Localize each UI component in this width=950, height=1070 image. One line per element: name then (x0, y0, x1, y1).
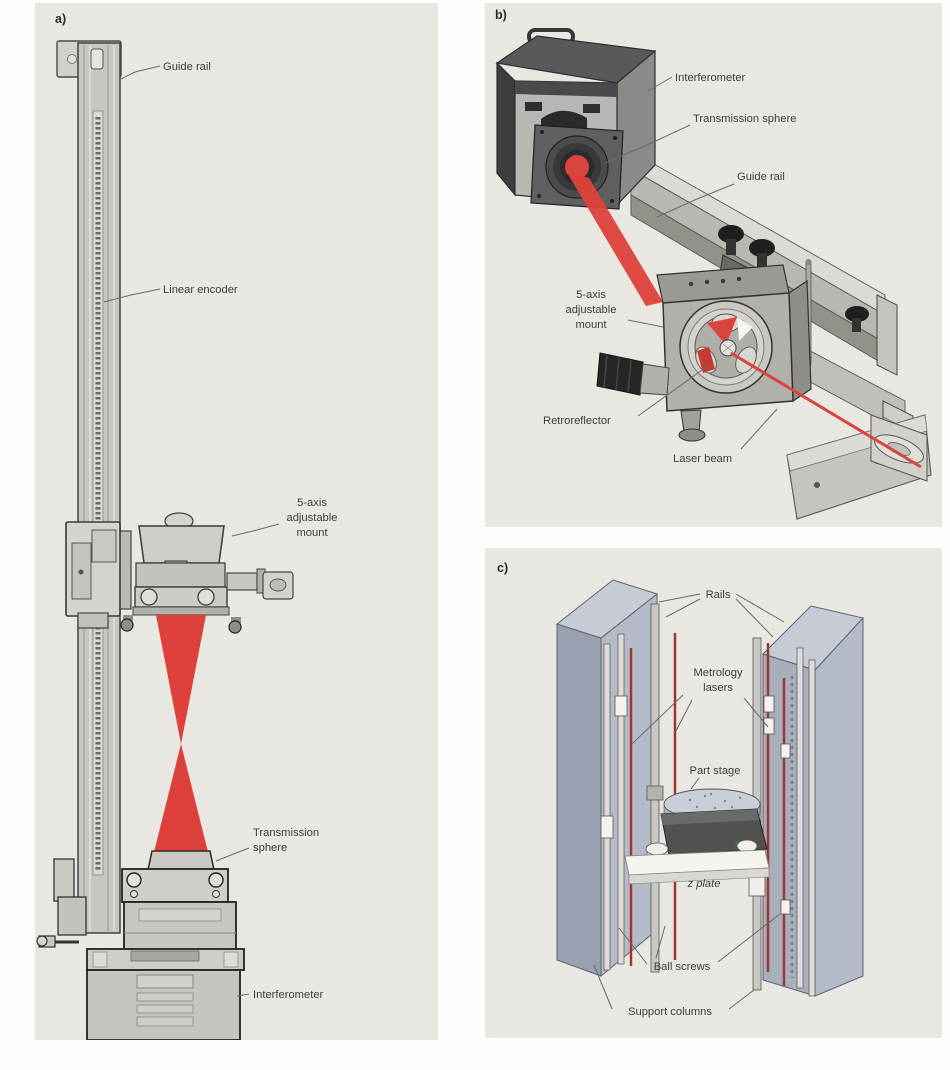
laser-beam-cone (154, 615, 208, 858)
panel-c: c) Rails Metrology lasers Part stage z p… (485, 548, 942, 1038)
panel-a-tag: a) (55, 12, 66, 26)
label-mount-1: 5-axis (297, 497, 327, 509)
panel-a: a) Guide rail Linear encoder 5-axis adju… (35, 3, 438, 1040)
label-part-stage: Part stage (690, 765, 741, 777)
laser-beam-line (730, 351, 922, 469)
label-rails: Rails (706, 589, 731, 601)
thumb-screw (845, 306, 869, 322)
label-mount-1: 5-axis (576, 289, 606, 301)
label-mount-2: adjustable (565, 304, 616, 316)
five-axis-mount (596, 264, 812, 442)
five-axis-mount (120, 512, 294, 634)
interferometer-box (495, 28, 657, 210)
rail-clamp (36, 858, 87, 948)
bracket-hole (67, 54, 77, 64)
adjustment-arm (226, 572, 258, 591)
interferometer-stack (86, 868, 245, 1040)
thumb-screw (718, 225, 744, 243)
z-plate (624, 849, 770, 885)
part-stage (645, 788, 768, 856)
red-wedge (707, 317, 737, 345)
transmission-sphere (147, 850, 215, 871)
carriage (65, 521, 132, 629)
panel-c-tag: c) (497, 561, 508, 575)
label-z-plate: z plate (687, 878, 721, 890)
thumb-screw (749, 239, 775, 257)
label-mount-3: mount (575, 319, 607, 331)
laser-beam-cone (566, 171, 663, 306)
label-transmission-sphere: Transmission sphere (693, 113, 796, 125)
label-metrology-1: Metrology (693, 667, 743, 679)
label-linear-encoder: Linear encoder (163, 284, 238, 296)
label-mount-3: mount (296, 527, 328, 539)
linear-encoder-strip (92, 110, 104, 876)
label-guide-rail: Guide rail (163, 61, 211, 73)
label-mount-2: adjustable (286, 512, 337, 524)
panel-b-tag: b) (495, 8, 507, 22)
adjustment-knob (596, 352, 644, 396)
label-retroreflector: Retroreflector (543, 415, 611, 427)
panel-c-drawing: c) Rails Metrology lasers Part stage z p… (497, 561, 864, 1018)
panel-b-drawing: b) Interferometer Transmission sphere Gu… (495, 8, 932, 520)
label-guide-rail: Guide rail (737, 171, 785, 183)
label-interferometer: Interferometer (253, 989, 324, 1001)
label-metrology-2: lasers (703, 682, 733, 694)
label-laser-beam: Laser beam (673, 453, 732, 465)
panel-b: b) Interferometer Transmission sphere Gu… (485, 3, 942, 527)
label-support-columns: Support columns (628, 1006, 712, 1018)
label-sphere-1: Transmission (253, 827, 319, 839)
label-interferometer: Interferometer (675, 72, 746, 84)
label-ball-screws: Ball screws (654, 961, 711, 973)
guide-rail-column (56, 40, 122, 934)
panel-a-drawing: a) Guide rail Linear encoder 5-axis adju… (36, 12, 338, 1040)
label-sphere-2: sphere (253, 842, 287, 854)
